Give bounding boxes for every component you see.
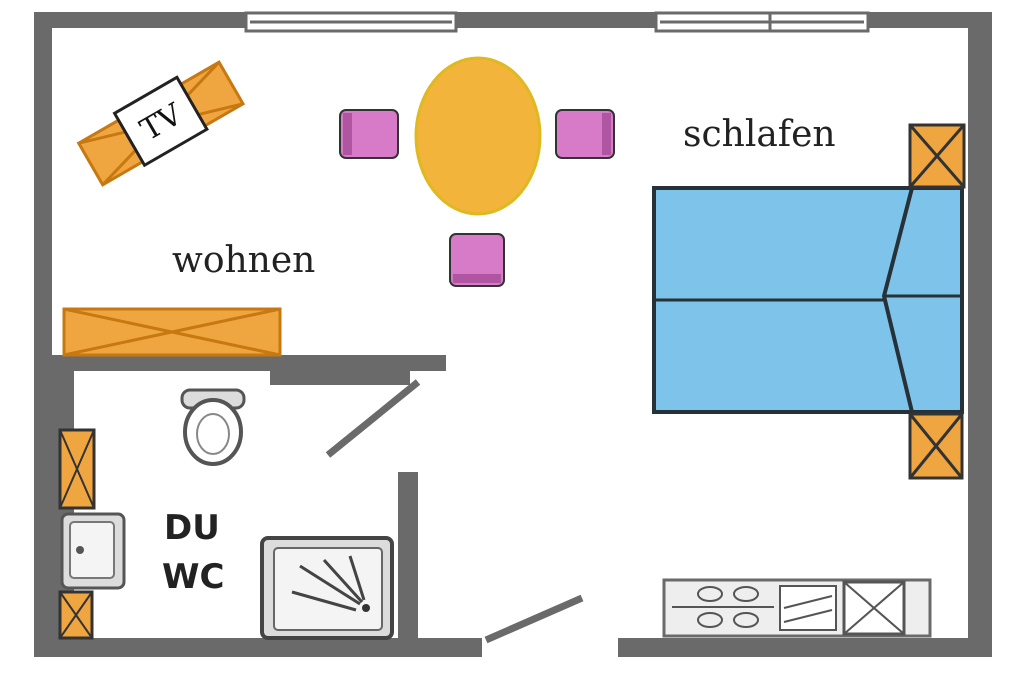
entrance-door	[484, 594, 584, 644]
toilet	[180, 388, 246, 466]
chair-bottom	[449, 233, 505, 287]
living-shelf	[62, 307, 282, 357]
bathroom-cabinet-lower	[58, 590, 94, 640]
nightstand-top	[908, 123, 966, 189]
bathroom-wall-notch	[270, 355, 410, 385]
room-label-bath-wc: WC	[162, 557, 224, 597]
kitchenette	[662, 578, 932, 638]
dining-table	[414, 56, 542, 216]
room-label-bath-du: DU	[164, 508, 220, 548]
stove-burners	[672, 586, 774, 628]
bathroom-cabinet-upper	[58, 428, 96, 510]
bathroom-door	[325, 379, 421, 458]
outer-wall-left	[34, 12, 52, 657]
washbasin	[60, 512, 126, 590]
outer-wall-bottom-right	[618, 638, 992, 657]
double-bed	[652, 186, 964, 414]
shower-tray	[260, 536, 394, 640]
room-label-sleeping: schlafen	[683, 114, 836, 155]
window-right	[654, 11, 870, 33]
room-label-living: wohnen	[172, 240, 315, 281]
bathroom-wall-right	[398, 472, 418, 648]
tv-screen	[112, 75, 209, 168]
chair-right	[555, 109, 615, 159]
window-left	[244, 11, 458, 33]
shower-drain	[362, 604, 370, 612]
kitchen-sink	[779, 585, 837, 631]
nightstand-bottom	[908, 412, 964, 480]
outer-wall-bottom-left	[34, 638, 482, 657]
chair-left	[339, 109, 399, 159]
tv-cabinet: TV	[76, 60, 246, 187]
outer-wall-right	[968, 12, 992, 657]
